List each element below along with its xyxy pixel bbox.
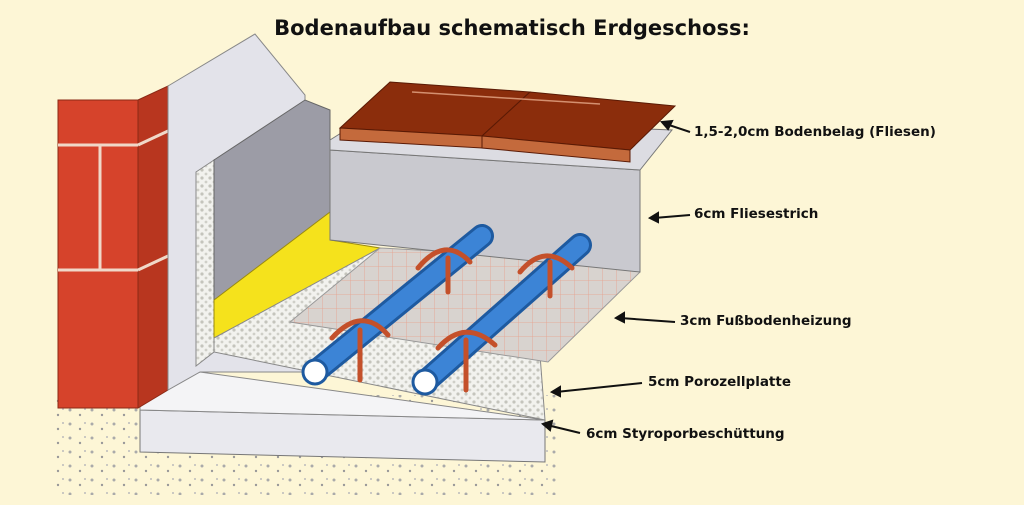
heating-pipe-1 [301,224,494,386]
heating-pipe-2 [411,233,592,396]
layer-label-bodenbelag: 1,5-2,0cm Bodenbelag (Fliesen) [694,124,936,140]
floor-tiles [338,81,677,163]
label-arrows [541,119,691,434]
layer-label-porozellplatte: 5cm Porozellplatte [648,374,791,390]
layer-label-fliesestrich: 6cm Fliesestrich [694,206,819,222]
layer-label-styroporbeschuettung: 6cm Styroporbeschüttung [586,426,785,442]
diagram-title: Bodenaufbau schematisch Erdgeschoss: [274,16,750,40]
layer-label-fussbodenheizung: 3cm Fußbodenheizung [680,313,852,329]
pipe-clips [329,247,575,393]
edge-insulation-strip [195,159,215,368]
brick-wall [57,85,169,409]
